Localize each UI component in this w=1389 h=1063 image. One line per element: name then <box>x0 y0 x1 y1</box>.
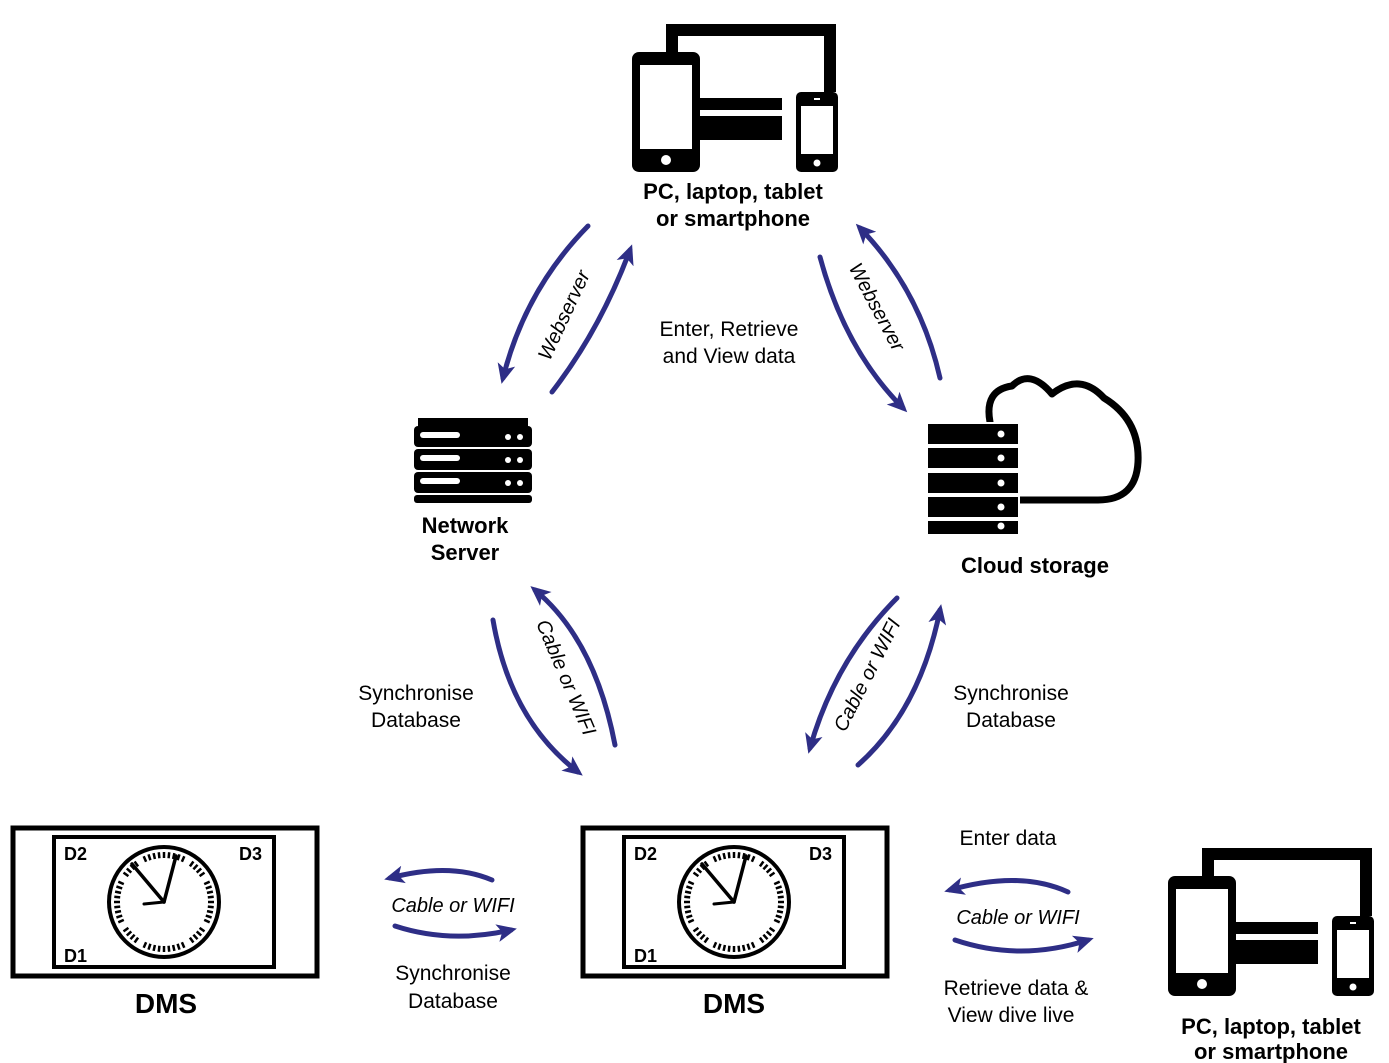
sync-right-line1: Synchronise <box>953 682 1069 705</box>
device-link-line2: View dive live <box>948 1004 1075 1027</box>
network-server-label-line1: Network <box>422 513 510 538</box>
cloud-storage-label: Cloud storage <box>961 553 1109 578</box>
network-server-label-line2: Server <box>431 540 500 565</box>
top-center-note-line1: Enter, Retrieve <box>660 318 799 341</box>
dms-link-line1: Synchronise <box>395 962 511 985</box>
device-link-line1: Retrieve data & <box>944 977 1089 1000</box>
dms-left-unit: D2 D3 D1 <box>10 825 320 979</box>
top-devices-icon <box>632 30 838 172</box>
dms-left-label: DMS <box>135 988 197 1019</box>
arrow-dms-to-cloud <box>855 604 947 768</box>
bottom-devices-label-line2: or smartphone <box>1194 1039 1348 1063</box>
bottom-devices-icon <box>1168 854 1374 996</box>
top-devices-label-line2: or smartphone <box>656 206 810 231</box>
dms-link-medium: Cable or WIFI <box>391 895 515 917</box>
dms-center-label: DMS <box>703 988 765 1019</box>
dms-center-d2: D2 <box>634 844 657 864</box>
dms-center-d1: D1 <box>634 946 657 966</box>
arrow-devices-to-dms <box>944 877 1071 895</box>
arrow-devices-to-server <box>497 223 591 384</box>
sync-left-line1: Synchronise <box>358 682 474 705</box>
sync-right-line2: Database <box>966 709 1056 732</box>
arrows <box>384 223 1094 954</box>
cloud-storage-icon <box>926 375 1142 534</box>
arrow-server-to-devices <box>549 244 634 395</box>
arrow-dms-left-to-center <box>392 923 517 942</box>
arrow-cloud-to-dms <box>805 595 900 754</box>
device-link-top: Enter data <box>960 827 1057 850</box>
arrow-cloud-to-devices <box>855 223 943 381</box>
arrow-dms-to-server <box>530 586 618 748</box>
arrow-dms-center-to-left <box>384 865 495 884</box>
arrow-dms-to-devices <box>952 935 1094 954</box>
network-server-icon <box>414 418 532 503</box>
arrow-server-to-dms <box>490 617 583 776</box>
arrow-devices-to-cloud <box>817 254 908 413</box>
dms-left-d3: D3 <box>239 844 262 864</box>
cable-left-label: Cable or WIFI <box>531 617 600 740</box>
dms-center-clock-icon <box>677 845 791 959</box>
top-center-note-line2: and View data <box>663 345 796 368</box>
dms-left-clock-icon <box>107 845 221 959</box>
bottom-devices-label-line1: PC, laptop, tablet <box>1181 1014 1361 1039</box>
dms-link-line2: Database <box>408 990 498 1013</box>
dms-center-d3: D3 <box>809 844 832 864</box>
dms-left-d2: D2 <box>64 844 87 864</box>
top-devices-label-line1: PC, laptop, tablet <box>643 179 823 204</box>
dms-center-unit: D2 D3 D1 <box>580 825 890 979</box>
dms-left-d1: D1 <box>64 946 87 966</box>
device-link-medium: Cable or WIFI <box>956 907 1080 929</box>
sync-left-line2: Database <box>371 709 461 732</box>
